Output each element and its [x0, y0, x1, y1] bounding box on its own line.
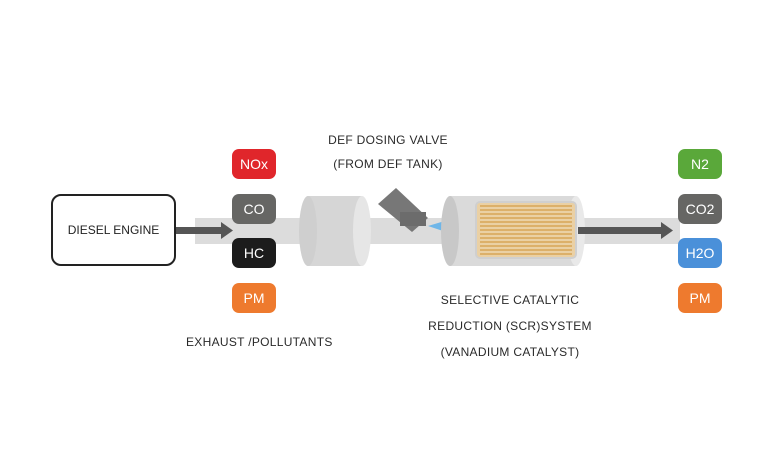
pollutant-box-co: CO — [232, 194, 276, 224]
def-dosing-valve — [378, 188, 448, 232]
outlet-arrow — [578, 222, 673, 239]
output-label: PM — [689, 290, 711, 306]
def-label-line1: DEF DOSING VALVE — [328, 133, 448, 147]
output-label: N2 — [691, 156, 709, 172]
scr-label-line3: (VANADIUM CATALYST) — [440, 345, 580, 359]
output-box-h2o: H2O — [678, 238, 722, 268]
pollutant-label: HC — [243, 245, 265, 261]
exhaust-pollutants-label: EXHAUST /POLLUTANTS — [186, 335, 333, 349]
pollutant-box-pm: PM — [232, 283, 276, 313]
output-box-n2: N2 — [678, 149, 722, 179]
pollutant-label: NOx — [240, 156, 268, 172]
scr-label-line2: REDUCTION (SCR)SYSTEM — [428, 319, 592, 333]
pollutant-box-nox: NOx — [232, 149, 276, 179]
pollutant-label: PM — [243, 290, 265, 306]
mixer-cylinder — [299, 196, 371, 266]
pollutant-box-hc: HC — [232, 238, 276, 268]
output-label: CO2 — [685, 201, 715, 217]
output-box-pm: PM — [678, 283, 722, 313]
scr-label-line1: SELECTIVE CATALYTIC — [440, 293, 580, 307]
scr-cylinder — [441, 196, 585, 266]
output-label: H2O — [685, 245, 715, 261]
diesel-engine-label: DIESEL ENGINE — [67, 223, 160, 237]
diesel-engine-box: DIESEL ENGINE — [51, 194, 176, 266]
def-label-line2: (FROM DEF TANK) — [333, 157, 443, 171]
output-box-co2: CO2 — [678, 194, 722, 224]
inlet-arrow — [176, 222, 233, 239]
pollutant-label: CO — [243, 201, 265, 217]
